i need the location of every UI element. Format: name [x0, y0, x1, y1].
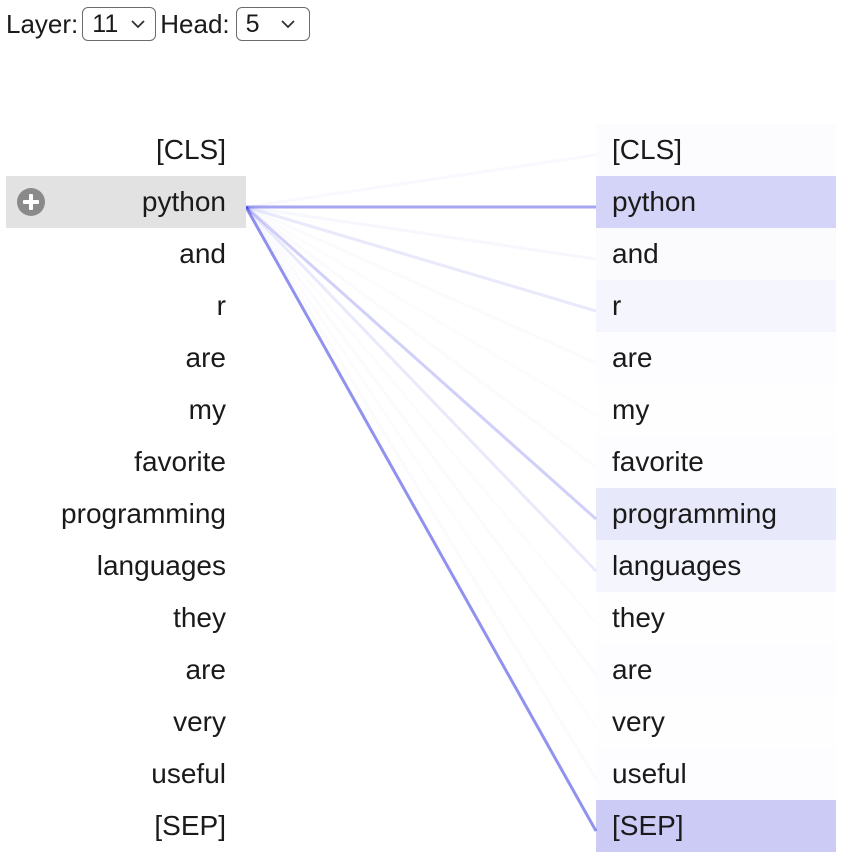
- chevron-down-icon: [131, 20, 145, 29]
- token-text: useful: [612, 758, 687, 789]
- token-text: [CLS]: [155, 134, 226, 165]
- source-token[interactable]: r: [6, 280, 246, 332]
- token-text: [SEP]: [154, 810, 226, 841]
- target-token[interactable]: r: [596, 280, 836, 332]
- attention-line: [246, 155, 596, 207]
- token-text: are: [185, 342, 226, 373]
- token-text: python: [612, 186, 697, 217]
- token-text: favorite: [134, 446, 226, 477]
- attention-line: [245, 205, 597, 313]
- token-text: [SEP]: [612, 810, 684, 841]
- source-token[interactable]: useful: [6, 748, 246, 800]
- source-token[interactable]: [CLS]: [6, 124, 246, 176]
- target-token[interactable]: very: [596, 696, 836, 748]
- token-text: languages: [96, 550, 226, 581]
- layer-select[interactable]: 11: [82, 7, 157, 41]
- token-text: and: [612, 238, 659, 269]
- attention-line: [244, 206, 598, 832]
- source-token[interactable]: they: [6, 592, 246, 644]
- attention-line: [246, 207, 596, 675]
- target-token[interactable]: [SEP]: [596, 800, 836, 852]
- source-token[interactable]: are: [6, 332, 246, 384]
- attention-line: [246, 207, 596, 467]
- source-token[interactable]: [SEP]: [6, 800, 246, 852]
- chevron-down-icon: [280, 20, 295, 29]
- token-text: they: [173, 602, 226, 633]
- target-token[interactable]: are: [596, 644, 836, 696]
- token-text: [CLS]: [612, 134, 683, 165]
- token-text: favorite: [612, 446, 704, 477]
- source-token[interactable]: languages: [6, 540, 246, 592]
- target-token[interactable]: useful: [596, 748, 836, 800]
- target-token[interactable]: languages: [596, 540, 836, 592]
- head-select-value: 5: [245, 9, 260, 38]
- layer-label: Layer:: [6, 8, 79, 39]
- token-text: very: [173, 706, 226, 737]
- source-token[interactable]: very: [6, 696, 246, 748]
- token-text: programming: [612, 498, 777, 529]
- token-text: they: [612, 602, 665, 633]
- token-text: languages: [612, 550, 742, 581]
- token-text: are: [612, 342, 653, 373]
- target-token[interactable]: [CLS]: [596, 124, 836, 176]
- attention-line: [246, 207, 596, 623]
- attention-line: [246, 207, 596, 363]
- token-text: r: [216, 290, 226, 321]
- head-label: Head:: [160, 8, 230, 39]
- token-text: my: [188, 394, 226, 425]
- source-token-column: [CLS] python and r are my favorite programming l…: [6, 124, 246, 852]
- token-text: and: [179, 238, 226, 269]
- token-text: very: [612, 706, 665, 737]
- attention-line: [245, 205, 597, 521]
- token-text: my: [612, 394, 650, 425]
- attention-line: [246, 207, 596, 727]
- token-text: programming: [61, 498, 226, 529]
- target-token-column: [CLS] python and r are my favorite programming l…: [596, 124, 836, 852]
- target-token[interactable]: and: [596, 228, 836, 280]
- head-select[interactable]: 5: [235, 7, 310, 41]
- target-token[interactable]: python: [596, 176, 836, 228]
- token-text: are: [185, 654, 226, 685]
- token-text: r: [612, 290, 622, 321]
- source-token[interactable]: programming: [6, 488, 246, 540]
- attention-line: [246, 207, 596, 415]
- attention-line: [245, 205, 597, 261]
- source-token[interactable]: are: [6, 644, 246, 696]
- token-text: python: [141, 186, 226, 217]
- source-token[interactable]: and: [6, 228, 246, 280]
- attention-line: [246, 207, 596, 779]
- attention-controls: Layer: 11 Head: 5: [6, 6, 310, 42]
- token-text: useful: [151, 758, 226, 789]
- target-token[interactable]: my: [596, 384, 836, 436]
- attention-line: [244, 205, 598, 573]
- source-token[interactable]: my: [6, 384, 246, 436]
- plus-circle-icon[interactable]: [17, 188, 45, 216]
- target-token[interactable]: favorite: [596, 436, 836, 488]
- source-token[interactable]: favorite: [6, 436, 246, 488]
- target-token[interactable]: they: [596, 592, 836, 644]
- layer-select-value: 11: [92, 9, 119, 38]
- target-token[interactable]: are: [596, 332, 836, 384]
- source-token-selected[interactable]: python: [6, 176, 246, 228]
- token-text: are: [612, 654, 653, 685]
- target-token[interactable]: programming: [596, 488, 836, 540]
